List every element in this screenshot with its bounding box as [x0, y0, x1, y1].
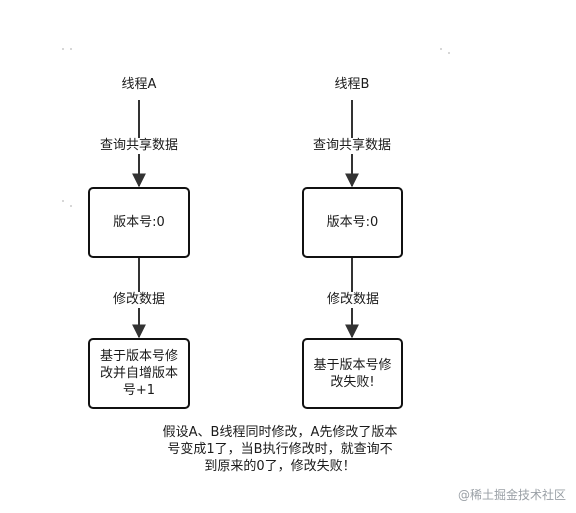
explanation-line: 假设A、B线程同时修改，A先修改了版本 — [162, 425, 398, 440]
thread-b-version-text: 版本号:0 — [326, 215, 379, 230]
thread-b-result-box: 基于版本号修 改失败! — [302, 338, 403, 409]
thread-a-modify-label: 修改数据 — [99, 292, 179, 308]
canvas-dot — [448, 52, 450, 54]
thread-b-result-line: 改失败! — [330, 374, 375, 390]
thread-a-result-line: 号+1 — [122, 383, 156, 398]
thread-b-version-box: 版本号:0 — [302, 187, 403, 258]
canvas-dot — [70, 48, 72, 50]
thread-a-result-text: 基于版本号修 改并自增版本 号+1 — [100, 348, 178, 399]
explanation-line: 号变成1了，当B执行修改时，就查询不 — [167, 442, 393, 457]
thread-a-query-label: 查询共享数据 — [86, 138, 192, 154]
canvas-dot — [62, 200, 64, 202]
thread-b-title: 线程B — [322, 77, 382, 93]
thread-a-result-line: 基于版本号修 — [99, 349, 178, 364]
canvas-dot — [440, 48, 442, 50]
thread-a-result-line: 改并自增版本 — [99, 366, 178, 381]
thread-b-result-text: 基于版本号修 改失败! — [313, 357, 391, 391]
thread-a-result-box: 基于版本号修 改并自增版本 号+1 — [88, 338, 190, 409]
watermark: @稀土掘金技术社区 — [457, 488, 566, 502]
explanation-note: 假设A、B线程同时修改，A先修改了版本 号变成1了，当B执行修改时，就查询不 到… — [135, 424, 425, 475]
canvas-dot — [70, 205, 72, 207]
canvas-dot — [62, 48, 64, 50]
thread-b-result-line: 基于版本号修 — [313, 357, 392, 373]
explanation-line: 到原来的0了，修改失败！ — [204, 459, 356, 474]
thread-b-query-label: 查询共享数据 — [299, 138, 405, 154]
thread-a-title: 线程A — [109, 77, 169, 93]
thread-b-modify-label: 修改数据 — [313, 292, 393, 308]
thread-a-version-text: 版本号:0 — [113, 215, 165, 230]
thread-a-version-box: 版本号:0 — [88, 187, 190, 258]
